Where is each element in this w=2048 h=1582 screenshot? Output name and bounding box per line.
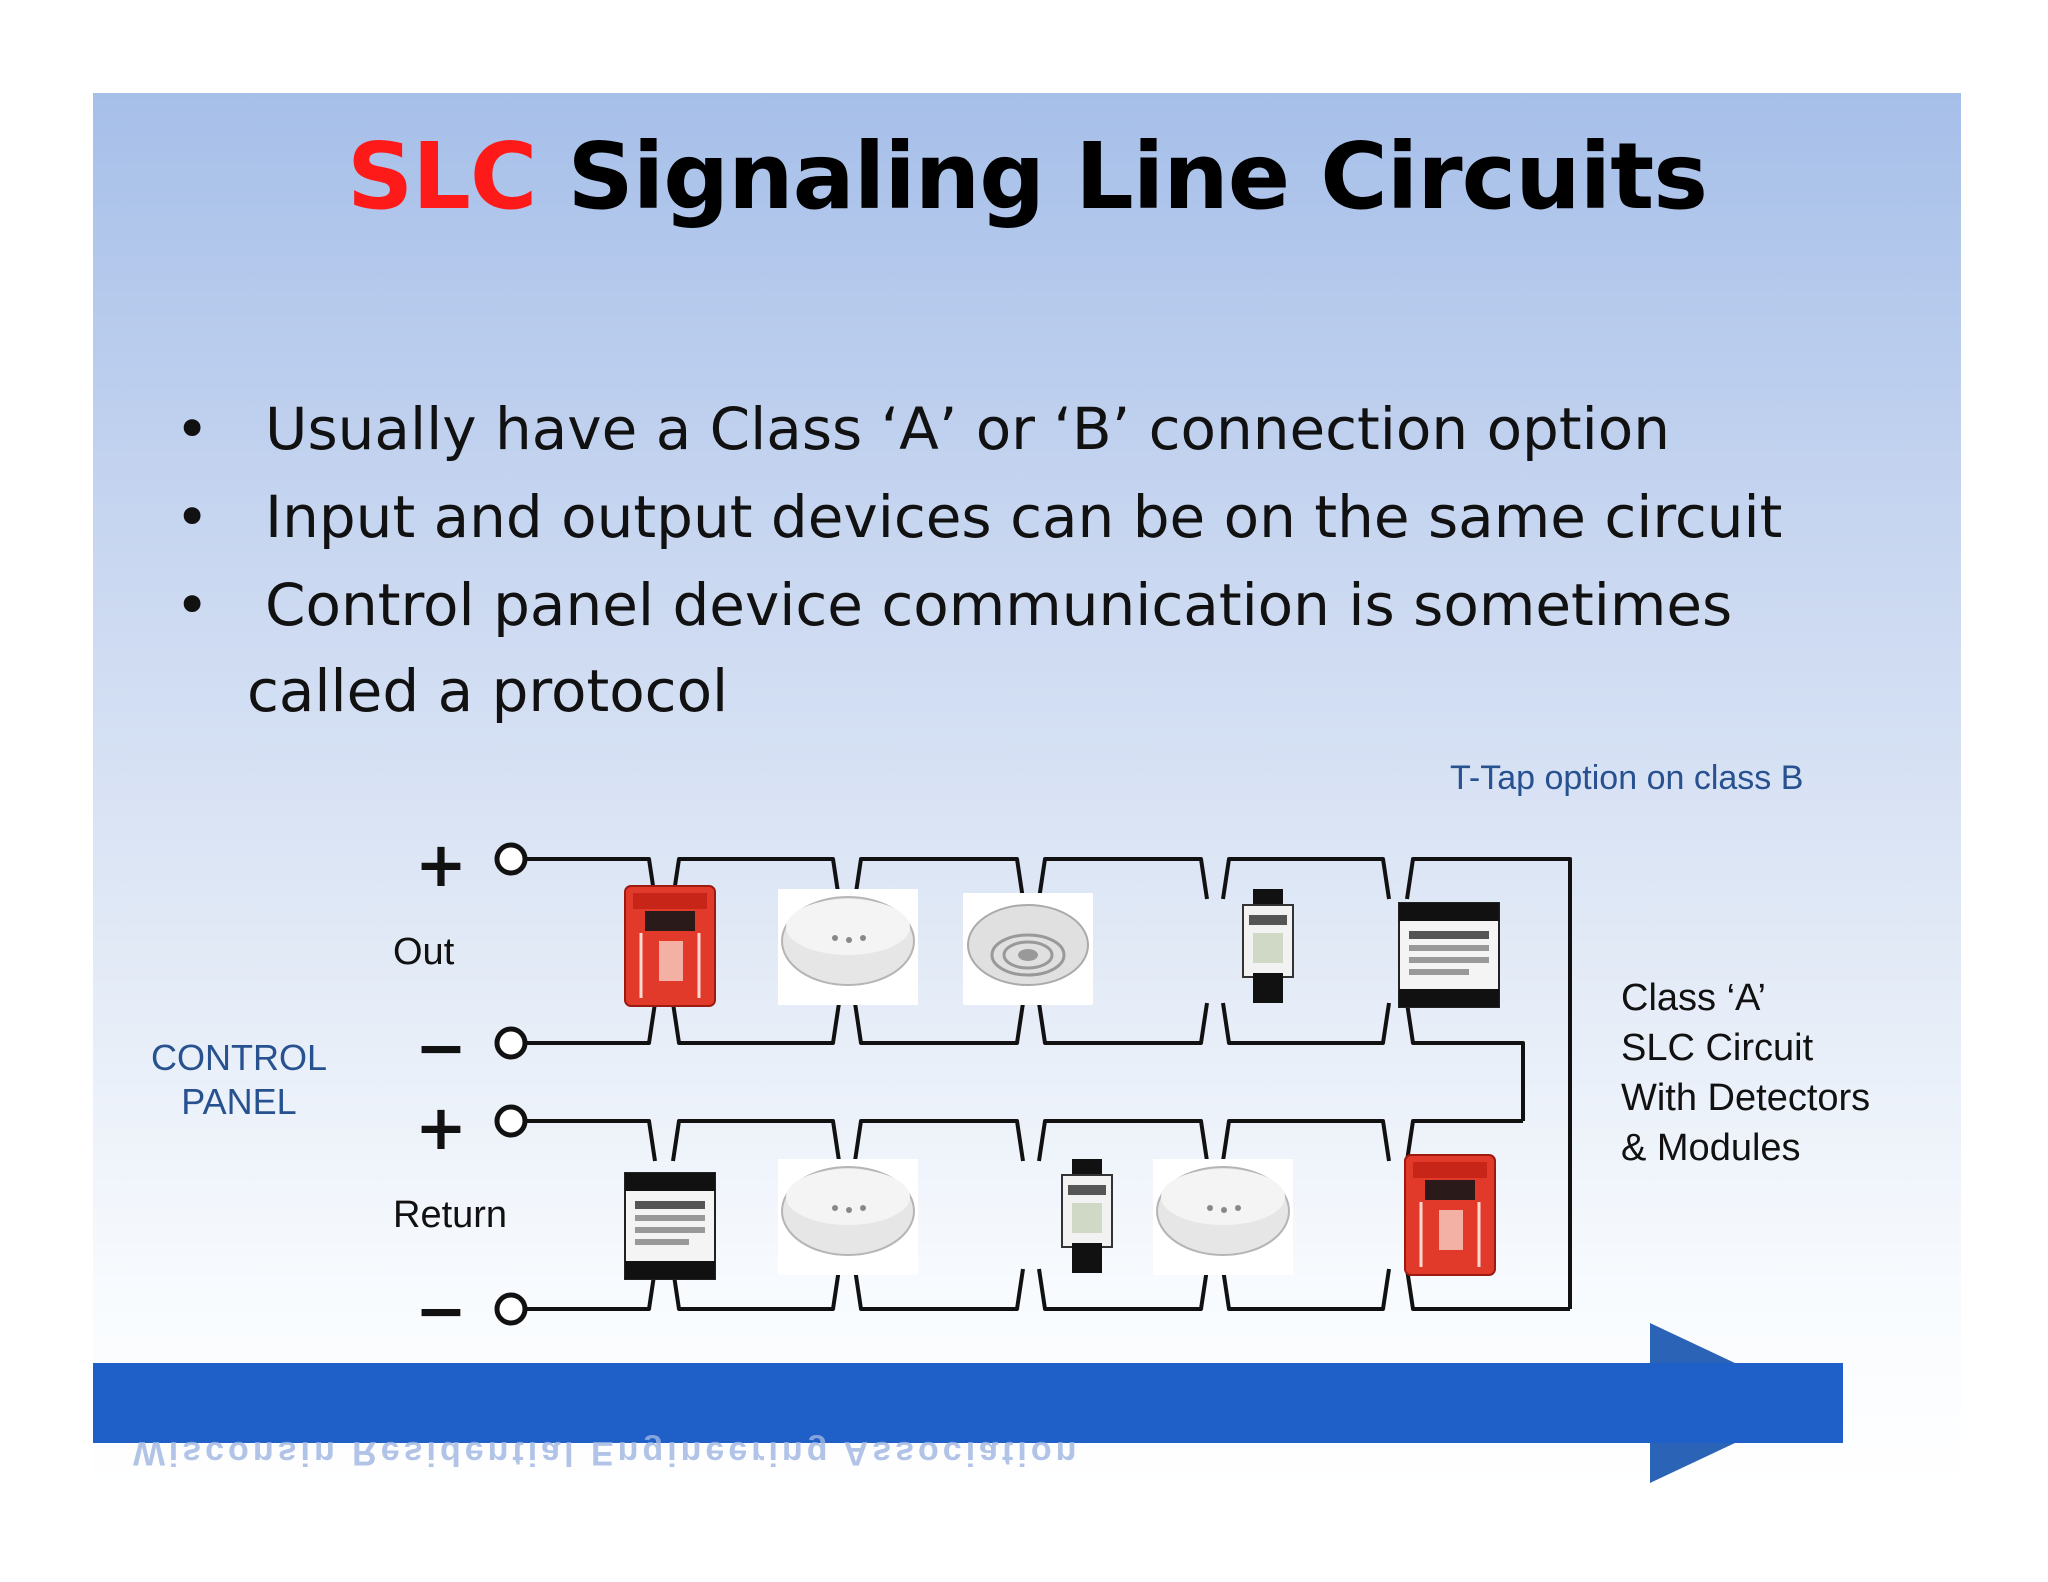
slide-title: SLC Signaling Line Circuits: [93, 123, 1961, 230]
bullet-dot: •: [175, 483, 210, 551]
bullet-list: • Usually have a Class ‘A’ or ‘B’ connec…: [175, 385, 1875, 733]
out-minus-sign: −: [415, 1011, 467, 1084]
bullet-text: Control panel device communication is so…: [265, 571, 1733, 639]
bullet-text: Input and output devices can be on the s…: [265, 483, 1783, 551]
bullet-dot: •: [175, 571, 210, 639]
out-label: Out: [393, 931, 455, 973]
bullet-item: • Input and output devices can be on the…: [175, 473, 1875, 561]
smoke-detector-icon: [778, 889, 918, 1005]
bullet-text: Usually have a Class ‘A’ or ‘B’ connecti…: [265, 395, 1670, 463]
ttap-note: T-Tap option on class B: [1450, 759, 1804, 797]
heat-detector-icon: [963, 893, 1093, 1005]
monitor-module-icon: [1398, 902, 1500, 1008]
title-text: Signaling Line Circuits: [567, 123, 1707, 230]
slc-wiring-diagram: [494, 842, 1820, 1483]
relay-module-icon: [1061, 1159, 1113, 1273]
return-negative-wire: [518, 1268, 1570, 1311]
terminal-circle: [494, 1292, 528, 1326]
slide: SLC Signaling Line Circuits • Usually ha…: [93, 93, 1961, 1493]
return-label: Return: [393, 1194, 508, 1236]
pull-station-icon: [1404, 1154, 1496, 1276]
class-a-line: & Modules: [1621, 1127, 1801, 1169]
bullet-item: • Control panel device communication is …: [175, 561, 1875, 733]
control-panel-line: PANEL: [181, 1081, 297, 1122]
terminal-circle: [494, 1026, 528, 1060]
class-a-description: Class ‘A’ SLC Circuit With Detectors & M…: [1621, 973, 1870, 1173]
footer-mirrored-text: Wisconsin Residential Engineering Associ…: [133, 1434, 1081, 1472]
pull-station-icon: [624, 885, 716, 1007]
bullet-continuation: called a protocol: [247, 657, 729, 725]
class-a-line: SLC Circuit: [1621, 1027, 1814, 1069]
relay-module-icon: [1242, 889, 1294, 1003]
title-acronym: SLC: [347, 123, 537, 230]
smoke-detector-icon: [778, 1159, 918, 1275]
return-minus-sign: −: [415, 1274, 467, 1347]
control-panel-label: CONTROL PANEL: [139, 1036, 339, 1124]
control-panel-line: CONTROL: [150, 1037, 327, 1078]
smoke-detector-icon: [1153, 1159, 1293, 1275]
return-plus-sign: +: [415, 1091, 467, 1164]
class-a-line: With Detectors: [1621, 1077, 1871, 1119]
out-positive-wire: [518, 857, 1572, 1309]
bullet-item: • Usually have a Class ‘A’ or ‘B’ connec…: [175, 385, 1875, 473]
footer-band: [93, 1363, 1843, 1443]
class-a-line: Class ‘A’: [1621, 977, 1766, 1019]
terminal-circle: [494, 1104, 528, 1138]
monitor-module-icon: [624, 1172, 716, 1280]
terminal-circle: [494, 842, 528, 876]
bullet-dot: •: [175, 395, 210, 463]
return-positive-wire: [518, 1119, 1523, 1162]
out-negative-wire: [518, 1002, 1525, 1121]
out-plus-sign: +: [415, 828, 467, 901]
